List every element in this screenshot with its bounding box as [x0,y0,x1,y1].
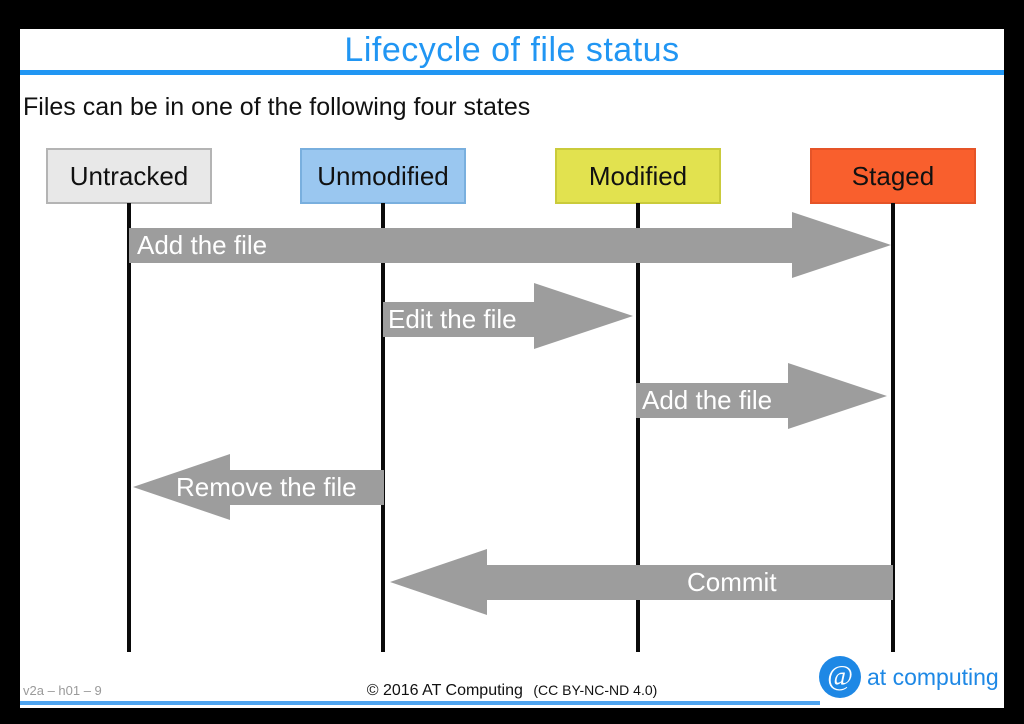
arrow-head-right-icon [788,363,887,429]
footer-divider [20,701,820,705]
arrow-shaft [383,302,534,337]
footer-copyright: © 2016 AT Computing (CC BY-NC-ND 4.0) [20,682,1004,700]
license-text: (CC BY-NC-ND 4.0) [533,682,658,698]
arrow-shaft [129,228,793,263]
at-sign-icon: @ [819,656,861,698]
arrow-label: Add the file [137,230,268,260]
arrow-shaft [636,383,788,418]
state-box-staged: Staged [810,148,976,204]
slide: Lifecycle of file status Files can be in… [20,29,1004,708]
state-label-staged: Staged [851,160,935,191]
state-label-modified: Modified [588,160,688,191]
state-box-modified: Modified [555,148,721,204]
arrow-head-right-icon [534,283,633,349]
lifeline-untracked [127,203,131,652]
state-box-unmodified: Unmodified [300,148,466,204]
arrow-shaft [230,470,384,505]
copyright-text: © 2016 AT Computing [366,682,523,699]
state-label-untracked: Untracked [69,160,189,191]
lifeline-modified [636,203,640,652]
arrow-shaft [487,565,893,600]
arrow-label: Add the file [642,385,773,415]
arrow-head-left-icon [133,454,230,520]
at-computing-logo: @ at computing [819,656,999,698]
page-title: Lifecycle of file status [344,31,680,69]
arrow-head-left-icon [390,549,487,615]
state-box-untracked: Untracked [46,148,212,204]
subtitle: Files can be in one of the following fou… [23,93,531,121]
arrow-label: Edit the file [388,304,517,334]
lifeline-staged [891,203,895,652]
lifeline-unmodified [381,203,385,652]
footer-version: v2a – h01 – 9 [23,683,102,698]
logo-text: at computing [867,663,999,690]
arrow-label: Remove the file [176,472,357,502]
arrow-head-right-icon [792,212,891,278]
arrow-label: Commit [687,567,777,597]
title-divider [20,70,1004,75]
state-label-unmodified: Unmodified [317,160,449,191]
